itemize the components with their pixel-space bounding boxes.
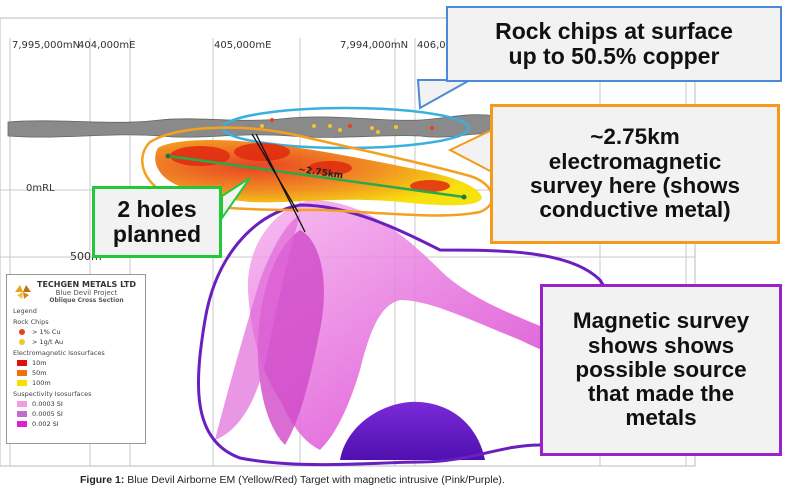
magnetic-callout-line-3: possible source bbox=[575, 356, 747, 382]
legend-item-label: 0.0003 SI bbox=[32, 399, 63, 408]
legend-item-label: 100m bbox=[32, 378, 51, 387]
legend-item-label: > 1g/t Au bbox=[32, 337, 64, 346]
magnetic-isosurface-ribbon bbox=[215, 215, 300, 440]
legend-cu-dot bbox=[19, 328, 25, 335]
rock-chips-callout-pointer bbox=[416, 79, 474, 110]
legend-item-label: 10m bbox=[32, 358, 47, 367]
legend-au-dot bbox=[19, 338, 25, 345]
holes-callout-pointer bbox=[221, 177, 251, 222]
em-callout-line-1: ~2.75km bbox=[590, 124, 680, 150]
legend-rock-chips-header: Rock Chips bbox=[13, 318, 49, 326]
magnetic-callout-line-1: Magnetic survey bbox=[572, 308, 750, 334]
legend-title: Legend bbox=[13, 307, 37, 315]
em-callout-line-4: conductive metal) bbox=[539, 197, 731, 223]
legend-swatch bbox=[17, 369, 27, 376]
legend-header: TECHGEN METALS LTD Blue Devil Project Ob… bbox=[13, 280, 145, 304]
figure-caption-text: Blue Devil Airborne EM (Yellow/Red) Targ… bbox=[124, 474, 505, 486]
legend-swatch bbox=[17, 420, 27, 427]
figure-caption: Figure 1: Blue Devil Airborne EM (Yellow… bbox=[80, 474, 505, 486]
rock-chips-callout-line-2: up to 50.5% copper bbox=[508, 43, 720, 69]
planned-hole-2 bbox=[255, 133, 306, 233]
legend-panel: TECHGEN METALS LTD Blue Devil Project Ob… bbox=[6, 274, 146, 444]
legend-item-susc-3: 0.002 SI bbox=[17, 419, 145, 428]
legend-item-susc-1: 0.0003 SI bbox=[17, 399, 145, 408]
legend-swatch bbox=[17, 410, 27, 417]
legend-project: Blue Devil Project bbox=[55, 289, 118, 297]
survey-line-end bbox=[461, 194, 467, 200]
legend-item-em-10m: 10m bbox=[17, 358, 145, 367]
survey-line-start bbox=[165, 153, 171, 159]
legend-swatch bbox=[17, 400, 27, 407]
magnetic-callout-line-5: metals bbox=[625, 405, 697, 431]
legend-item-label: 0.002 SI bbox=[32, 419, 59, 428]
legend-item-label: 50m bbox=[32, 368, 47, 377]
grid-label-northing-1: 7,995,000mN bbox=[12, 40, 81, 51]
legend-item-cu: > 1% Cu bbox=[17, 327, 145, 336]
legend-subtitle: Oblique Cross Section bbox=[49, 297, 124, 304]
elevation-label: 0mRL bbox=[26, 183, 55, 194]
em-high-conductance-zones bbox=[170, 143, 450, 192]
legend-item-label: 0.0005 SI bbox=[32, 409, 63, 418]
legend-swatch bbox=[17, 379, 27, 386]
grid-label-easting-2: 405,000mE bbox=[214, 40, 272, 51]
rock-chip-samples bbox=[260, 118, 434, 134]
holes-callout-line-1: 2 holes bbox=[117, 196, 197, 223]
legend-item-em-100m: 100m bbox=[17, 378, 145, 387]
em-callout-line-2: electromagnetic bbox=[548, 148, 722, 174]
magnetic-isosurface-core bbox=[340, 401, 485, 460]
holes-callout: 2 holes planned bbox=[92, 186, 222, 258]
legend-item-susc-2: 0.0005 SI bbox=[17, 409, 145, 418]
magnetic-survey-outline bbox=[196, 203, 618, 467]
legend-swatch bbox=[17, 359, 27, 366]
em-survey-callout: ~2.75km electromagnetic survey here (sho… bbox=[490, 104, 780, 244]
grid-label-easting-3: 406,000mE bbox=[417, 40, 474, 51]
grid-label-easting-1: 404,000mE bbox=[78, 40, 136, 51]
rock-chips-callout-line-1: Rock chips at surface bbox=[495, 18, 733, 45]
legend-company: TECHGEN METALS LTD bbox=[37, 280, 136, 289]
holes-callout-line-2: planned bbox=[112, 221, 202, 247]
magnetic-callout-line-4: that made the bbox=[587, 381, 735, 407]
legend-em-header: Electromagnetic Isosurfaces bbox=[13, 349, 105, 357]
survey-line bbox=[167, 154, 465, 199]
legend-item-em-50m: 50m bbox=[17, 368, 145, 377]
legend-susc-header: Suspectivity Isosurfaces bbox=[13, 390, 92, 398]
rock-chips-callout: Rock chips at surface up to 50.5% copper bbox=[446, 6, 782, 82]
legend-item-label: > 1% Cu bbox=[32, 327, 61, 336]
figure-caption-label: Figure 1: bbox=[80, 474, 125, 486]
em-callout-line-3: survey here (shows bbox=[529, 173, 741, 198]
magnetic-callout-line-2: shows shows bbox=[587, 332, 735, 358]
magnetic-isosurface-outer bbox=[247, 200, 620, 450]
grid-label-northing-2: 7,994,000mN bbox=[340, 40, 409, 51]
techgen-logo-icon bbox=[15, 285, 31, 299]
legend-item-au: > 1g/t Au bbox=[17, 337, 145, 346]
magnetic-survey-callout: Magnetic survey shows shows possible sou… bbox=[540, 284, 782, 456]
